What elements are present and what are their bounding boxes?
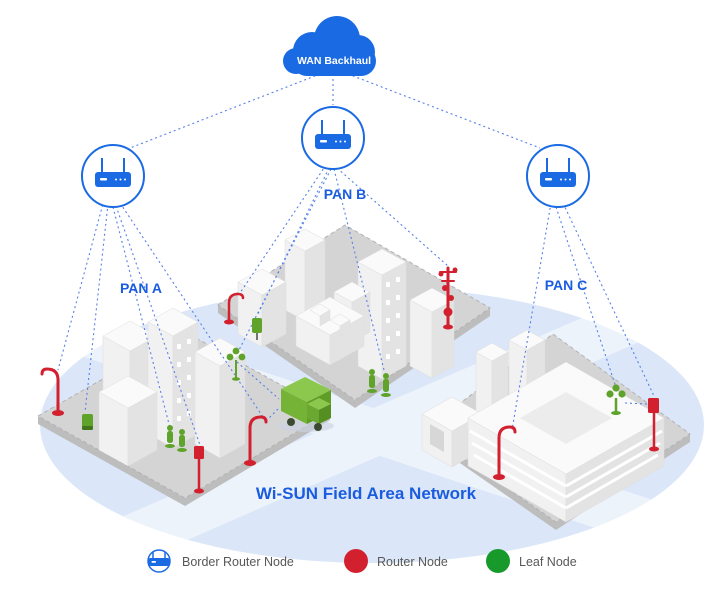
- windows: [177, 339, 191, 421]
- utility-truck-leaf-node: [278, 377, 334, 432]
- link-cloud-pan-a: [129, 73, 321, 149]
- border-router-pan-c: [526, 144, 590, 208]
- legend-item-leaf: Leaf Node: [486, 549, 577, 573]
- legend-router-label: Router Node: [377, 555, 448, 569]
- building: [237, 268, 287, 348]
- street-lamp-router-node: [40, 367, 64, 416]
- router-node-icon: [344, 549, 368, 573]
- border-router-pan-b: [301, 106, 365, 170]
- pan-c-label: PAN C: [545, 277, 588, 293]
- link-cloud-pan-c: [347, 73, 541, 149]
- signal-pole-router-node: [194, 446, 204, 494]
- diagram-title: Wi-SUN Field Area Network: [256, 484, 477, 503]
- sign-pole-router-node: [648, 398, 659, 452]
- router-icon: [315, 120, 351, 149]
- legend-leaf-label: Leaf Node: [519, 555, 577, 569]
- city-c: [421, 329, 691, 530]
- warehouse-building: [467, 361, 665, 523]
- building: [194, 337, 246, 459]
- legend-item-router: Router Node: [344, 549, 448, 573]
- sensor-pole-leaf-node: [226, 347, 246, 381]
- legend-border-router-label: Border Router Node: [182, 555, 294, 569]
- border-router-pan-a: [81, 144, 145, 208]
- router-icon: [95, 158, 131, 187]
- wan-backhaul-label: WAN Backhaul: [297, 55, 371, 67]
- floor-stripes: [469, 429, 663, 510]
- smart-meter-leaf-node: [82, 414, 93, 430]
- pan-b-label: PAN B: [324, 186, 367, 202]
- roof-recess: [520, 392, 612, 444]
- street-lamp-router-node: [244, 415, 268, 466]
- pedestrians-leaf-node: [165, 425, 187, 452]
- roof-sensor-leaf-node: [606, 384, 626, 415]
- windows: [386, 277, 400, 359]
- legend-item-border-router: Border Router Node: [147, 549, 294, 573]
- utility-pole-router-node: [438, 266, 458, 330]
- building: [98, 375, 158, 467]
- pedestrians-leaf-node: [367, 369, 391, 397]
- street-lamp-router-node: [493, 425, 517, 480]
- legend: Border Router Node Router Node Leaf Node: [147, 549, 577, 573]
- mesh-links: [57, 73, 655, 446]
- building: [295, 296, 365, 366]
- leaf-node-icon: [486, 549, 510, 573]
- wan-backhaul-cloud: WAN Backhaul: [283, 16, 376, 76]
- router-icon: [540, 158, 576, 187]
- sign-leaf-node: [252, 318, 262, 340]
- pan-a-label: PAN A: [120, 280, 162, 296]
- street-lamp-router-node: [224, 292, 245, 325]
